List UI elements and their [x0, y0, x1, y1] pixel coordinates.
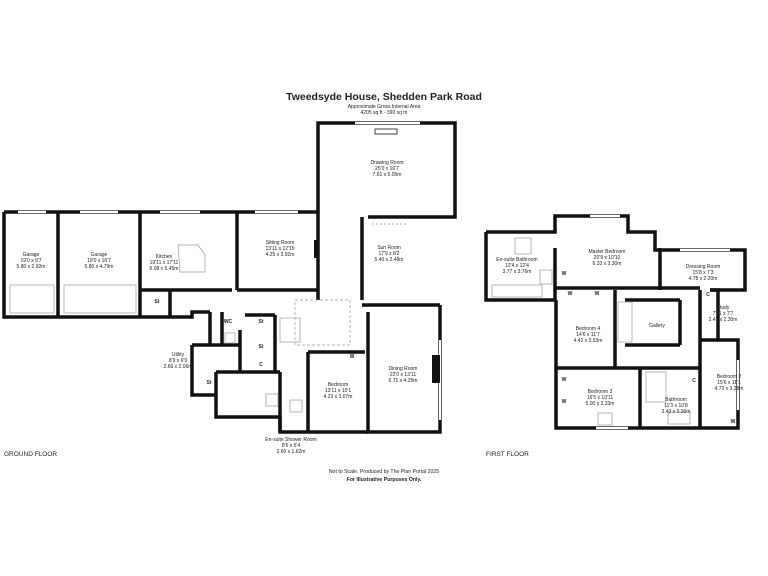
- wardrobe-tag: W: [567, 291, 573, 297]
- cupboard-tag: C: [259, 362, 263, 368]
- store-tag: St: [206, 380, 212, 386]
- room-bedroom-4: Bedroom 4 14'6 x 11'7 4.42 x 3.53m: [573, 326, 603, 344]
- wc-tag: WC: [223, 319, 233, 325]
- store-tag: St: [258, 344, 264, 350]
- ground-floor-label: GROUND FLOOR: [4, 451, 58, 458]
- area-value: 4205 sq ft - 390 sq m: [360, 110, 408, 116]
- wardrobe-tag: W: [561, 271, 567, 277]
- wardrobe-tag: W: [561, 377, 567, 383]
- room-garage-1: Garage 19'0 x 9'7 5.80 x 2.92m: [16, 252, 46, 270]
- room-sun-room: Sun Room 17'9 x 8'2 5.40 x 2.48m: [374, 245, 404, 263]
- room-ensuite-shower: En-suite Shower Room 8'6 x 5'4 2.60 x 1.…: [265, 437, 317, 455]
- room-kitchen: Kitchen 19'11 x 17'11 6.08 x 5.45m: [149, 254, 179, 272]
- first-outline: [486, 214, 747, 292]
- room-gallery: Gallery: [649, 323, 665, 329]
- ground-outline: [214, 372, 368, 434]
- room-bedroom-3: Bedroom 3 16'5 x 10'11 5.00 x 3.33m: [585, 389, 615, 407]
- store-tag: St: [258, 319, 264, 325]
- cupboard-tag: C: [692, 378, 696, 384]
- wardrobe-tag: W: [561, 399, 567, 405]
- wardrobe-tag: W: [349, 354, 355, 360]
- room-ensuite-bathroom: En-suite Bathroom 12'4 x 12'4 3.77 x 3.7…: [496, 257, 538, 275]
- plan-title: Tweedsyde House, Shedden Park Road: [286, 91, 482, 103]
- footer-disclaimer: For Illustrative Purposes Only.: [346, 477, 422, 483]
- room-study: Study 7'11 x 7'7 2.41 x 2.30m: [708, 305, 738, 323]
- wardrobe-tag: W: [730, 419, 736, 425]
- first-floor-label: FIRST FLOOR: [486, 451, 529, 458]
- area-summary: Approximate Gross Internal Area 4205 sq …: [0, 104, 768, 116]
- first-outline: [554, 288, 740, 430]
- room-garage-2: Garage 19'0 x 16'7 5.80 x 4.79m: [84, 252, 114, 270]
- wardrobe-tag: W: [594, 291, 600, 297]
- first-outline: [484, 232, 555, 302]
- room-drawing-room: Drawing Room 25'0 x 16'7 7.61 x 5.05m: [370, 160, 404, 178]
- room-sitting-room: Sitting Room 13'11 x 12'10 4.25 x 3.92m: [265, 240, 295, 258]
- store-tag: St: [154, 299, 160, 305]
- cupboard-tag: C: [706, 292, 710, 298]
- room-dressing-room: Dressing Room 15'8 x 7'3 4.78 x 2.20m: [685, 264, 721, 282]
- room-utility: Utility 8'9 x 6'9 2.66 x 2.06m: [163, 352, 193, 370]
- ground-outline: [2, 212, 210, 319]
- ground-outline: [190, 345, 216, 397]
- footer-note: Not to Scale. Produced by The Plan Porta…: [328, 469, 440, 475]
- room-bedroom: Bedroom 13'11 x 10'1 4.23 x 3.07m: [323, 382, 353, 400]
- area-label: Approximate Gross Internal Area: [347, 104, 421, 110]
- room-dining-room: Dining Room 22'0 x 13'11 6.71 x 4.25m: [388, 366, 418, 384]
- room-bedroom-2: Bedroom 2 15'6 x 11'1 4.73 x 3.38m: [714, 374, 744, 392]
- room-master-bedroom: Master Bedroom 20'9 x 10'10 6.33 x 3.30m: [588, 249, 626, 267]
- room-bathroom: Bathroom 11'3 x 10'8 3.43 x 3.26m: [661, 397, 691, 415]
